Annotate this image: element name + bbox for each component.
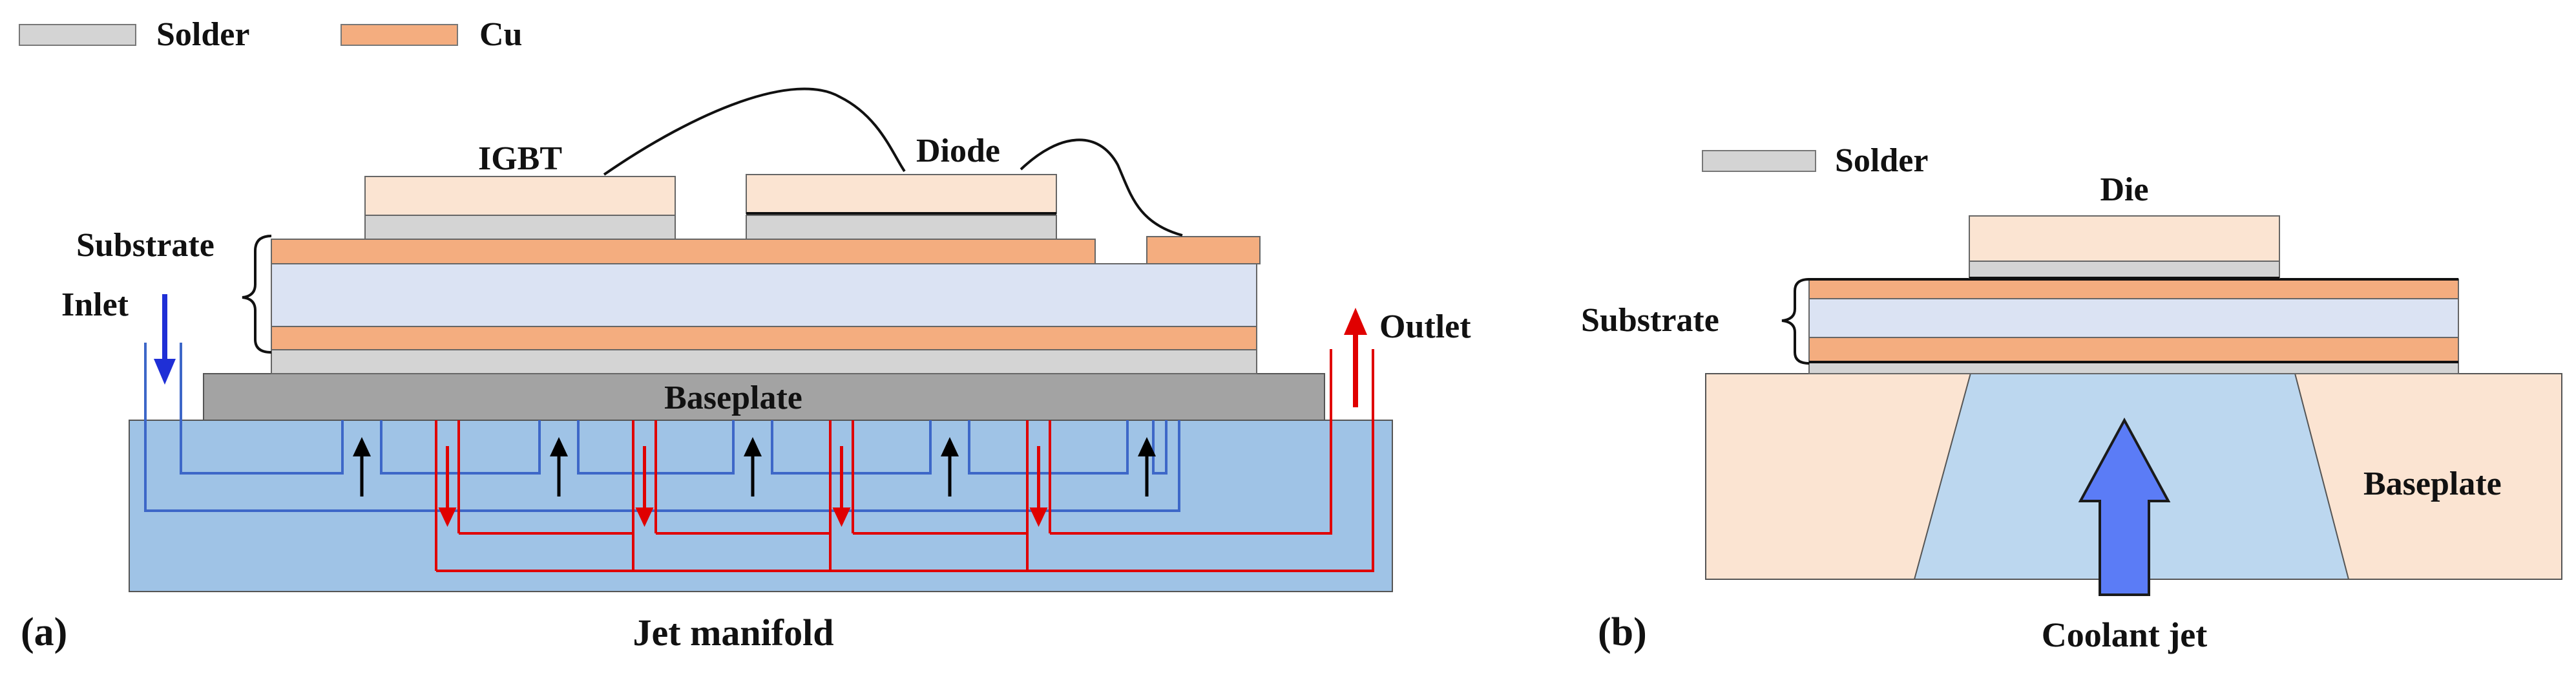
diode-solder [746, 215, 1057, 240]
inlet-label: Inlet [61, 286, 129, 323]
upflow-arrow-icon [744, 437, 762, 456]
downflow-arrow-icon [1029, 507, 1048, 527]
substrate-b-label: Substrate [1581, 302, 1719, 339]
jet-manifold-label: Jet manifold [633, 612, 834, 654]
substrate-bottom-cu [271, 326, 1257, 350]
legend-cu-label: Cu [479, 16, 522, 53]
substrate-b-bottom-solder [1808, 361, 2459, 374]
baseplate-a [203, 373, 1325, 421]
bond-wire-igbt-diode [603, 87, 906, 176]
substrate-b-top-cu [1808, 279, 2459, 299]
baseplate-a-label: Baseplate [664, 379, 802, 416]
panel-a-tag: (a) [21, 610, 67, 654]
substrate-top-cu-pad [1146, 236, 1261, 264]
jet-manifold-body [129, 420, 1393, 592]
downflow-arrow-icon [438, 507, 457, 527]
downflow-arrow-icon [832, 507, 851, 527]
legend-solder-label: Solder [156, 16, 249, 53]
igbt-die [364, 176, 676, 216]
upflow-arrow-icon [941, 437, 959, 456]
die-b-solder [1969, 261, 2280, 279]
substrate-b-ceramic [1808, 298, 2459, 338]
substrate-bottom-solder [271, 349, 1257, 374]
blue-outer-channel [144, 343, 1180, 512]
upflow-arrow-icon [550, 437, 568, 456]
substrate-top-cu-main [271, 239, 1096, 264]
substrate-a-brace [242, 235, 272, 354]
die-b [1969, 215, 2280, 262]
coolant-jet-label: Coolant jet [2042, 615, 2207, 654]
legend-solder-swatch [19, 24, 136, 46]
igbt-label: IGBT [478, 140, 562, 177]
panel-b: Solder Die Substrate Baseplate (b) Coola… [1581, 142, 2562, 654]
legend-b-solder-swatch [1702, 150, 1816, 172]
downflow-arrow-icon [635, 507, 654, 527]
baseplate-b-label: Baseplate [2363, 465, 2502, 502]
panel-b-tag: (b) [1598, 610, 1647, 654]
diode-die [746, 174, 1057, 214]
red-outer-return [436, 349, 1374, 572]
upflow-arrow-icon [353, 437, 371, 456]
red-inner-return [459, 349, 1332, 535]
die-b-label: Die [2100, 171, 2148, 208]
panel-a: Baseplate IGBT Diode Substrate Inlet Out… [21, 87, 1471, 654]
substrate-b-bottom-cu [1808, 337, 2459, 363]
outlet-arrow-icon [1344, 308, 1367, 335]
substrate-a-label: Substrate [76, 227, 215, 264]
inlet-arrow-icon [154, 359, 176, 385]
flow-arrows [353, 437, 1156, 527]
outlet-label: Outlet [1379, 308, 1471, 345]
diode-label: Diode [916, 133, 1000, 169]
legend-b-solder-label: Solder [1835, 142, 1928, 179]
red-flow-path [435, 349, 1374, 572]
upflow-arrow-icon [1138, 437, 1156, 456]
legend-cu-swatch [340, 24, 458, 46]
bond-wire-diode-pad [1020, 138, 1183, 237]
coolant-jet-arrow-icon [2078, 417, 2171, 596]
substrate-ceramic [271, 263, 1257, 327]
substrate-b-brace [1781, 278, 1810, 365]
igbt-solder [364, 215, 676, 240]
